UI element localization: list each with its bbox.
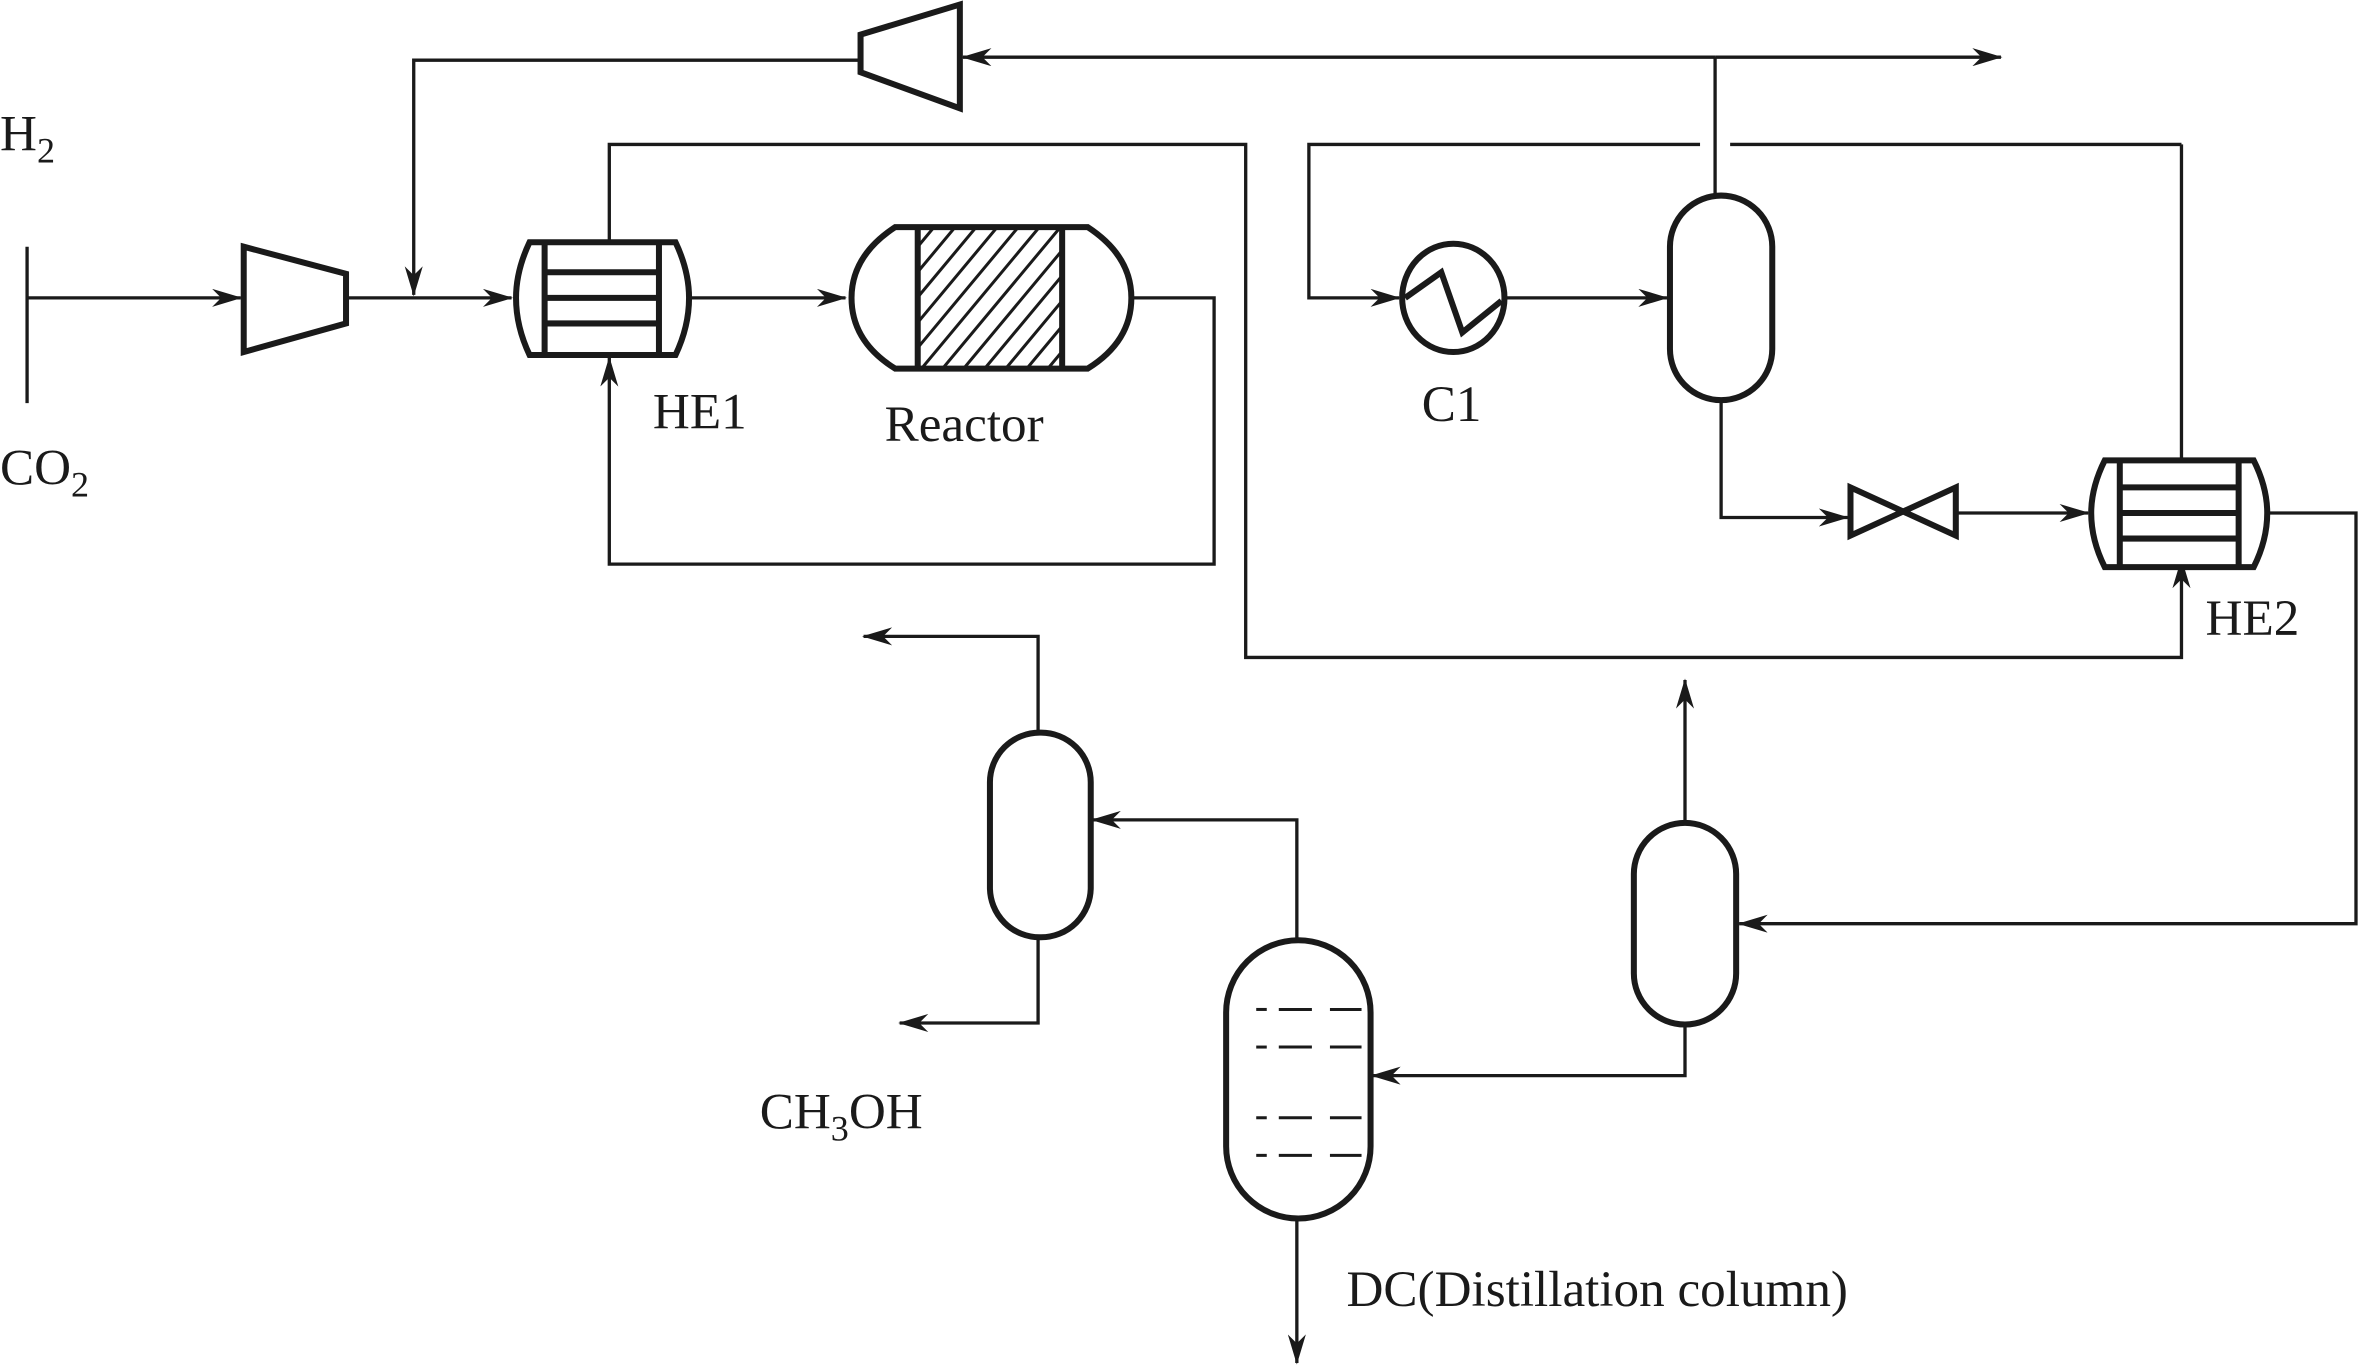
reactor-label: Reactor — [885, 396, 1044, 453]
he1-label: HE1 — [653, 384, 747, 441]
feed-line-h2-co2 — [25, 246, 243, 404]
he1-heat-exchanger-icon — [513, 239, 693, 359]
c1-cooler-icon — [1399, 240, 1508, 356]
feed-compressor-icon — [240, 242, 350, 356]
co2-label: CO2 — [0, 439, 89, 504]
he2-label: HE2 — [2206, 590, 2300, 647]
dc-label: DC(Distillation column) — [1346, 1261, 1847, 1318]
throttle-valve-icon — [1847, 482, 1959, 541]
separator-2-icon — [1630, 819, 1740, 1028]
he2-heat-exchanger-icon — [2088, 457, 2271, 571]
methanol-label: CH3OH — [760, 1083, 923, 1148]
separator-3-icon — [986, 729, 1094, 941]
distillation-column-icon — [1223, 937, 1374, 1222]
recycle-compressor-icon — [857, 0, 963, 113]
reactor-icon — [848, 224, 1135, 372]
separator-1-icon — [1666, 192, 1776, 404]
c1-label: C1 — [1422, 376, 1482, 433]
h2-label: H2 — [0, 105, 55, 170]
